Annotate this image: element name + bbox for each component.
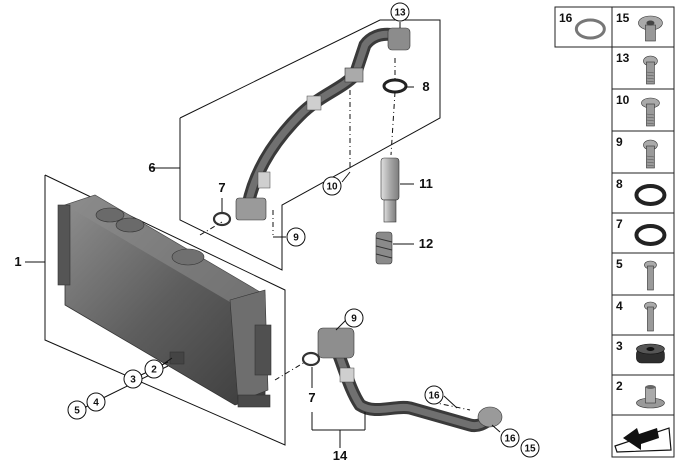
parts-legend: 16 15 13 10 9 8 7 5 4 3 2 xyxy=(554,6,675,458)
callout-number: 1 xyxy=(14,254,21,269)
banjo-bolt-icon xyxy=(638,15,663,42)
callout-part-9a: 9 xyxy=(286,227,306,247)
callout-number: 2 xyxy=(151,365,157,376)
legend-number: 13 xyxy=(616,51,630,65)
callout-number: 13 xyxy=(394,8,406,19)
legend-cell-15: 15 xyxy=(611,6,675,48)
legend-cell-13: 13 xyxy=(611,46,675,90)
legend-number: 16 xyxy=(559,11,573,25)
callout-part-13: 13 xyxy=(390,2,410,22)
spacer-bushing-icon xyxy=(636,385,665,409)
callout-number: 15 xyxy=(524,444,536,455)
callout-number: 7 xyxy=(308,390,315,405)
callout-number: 14 xyxy=(333,448,348,462)
upper-oil-line xyxy=(235,27,411,221)
legend-number: 8 xyxy=(616,177,623,191)
legend-cell-2: 2 xyxy=(611,374,675,416)
callout-part-15b: 15 xyxy=(520,438,540,458)
oil-cooler xyxy=(57,194,272,408)
callout-number: 6 xyxy=(148,160,155,175)
callout-part-6: 6 xyxy=(148,160,155,175)
reference-plate-icon xyxy=(614,427,672,453)
legend-number: 2 xyxy=(616,379,623,393)
screw-icon xyxy=(644,260,657,291)
callout-number: 11 xyxy=(419,176,433,191)
callout-part-7a: 7 xyxy=(218,180,225,195)
callout-part-11: 11 xyxy=(419,176,433,191)
callout-number: 9 xyxy=(351,314,357,325)
callout-number: 7 xyxy=(218,180,225,195)
lower-oil-line xyxy=(317,327,503,433)
legend-number: 5 xyxy=(616,257,623,271)
legend-number: 7 xyxy=(616,217,623,231)
callout-part-4: 4 xyxy=(86,392,106,412)
callout-part-16a: 16 xyxy=(424,385,444,405)
callout-part-16b: 16 xyxy=(500,428,520,448)
callout-part-7b: 7 xyxy=(308,390,315,405)
legend-cell-5: 5 xyxy=(611,252,675,296)
callout-part-1: 1 xyxy=(14,254,21,269)
callout-part-8: 8 xyxy=(422,79,429,94)
legend-number: 3 xyxy=(616,339,623,353)
callout-number: 3 xyxy=(130,375,136,386)
legend-cell-3: 3 xyxy=(611,334,675,376)
callout-number: 16 xyxy=(504,434,516,445)
legend-number: 4 xyxy=(616,299,623,313)
callout-part-10: 10 xyxy=(322,176,342,196)
rubber-mount-icon xyxy=(636,343,665,364)
callout-number: 10 xyxy=(326,182,338,193)
callout-part-3: 3 xyxy=(123,369,143,389)
callout-number: 16 xyxy=(428,391,440,402)
callout-part-5: 5 xyxy=(67,400,87,420)
legend-cell-9: 9 xyxy=(611,130,675,174)
callout-number: 4 xyxy=(93,398,99,409)
legend-number: 10 xyxy=(616,93,630,107)
flange-bolt-icon xyxy=(641,97,660,127)
callout-part-9b: 9 xyxy=(344,308,364,328)
legend-cell-plate xyxy=(611,414,675,458)
screw-icon xyxy=(644,301,657,332)
callout-number: 9 xyxy=(293,233,299,244)
callout-part-12: 12 xyxy=(419,236,433,251)
callout-part-2: 2 xyxy=(144,359,164,379)
callout-part-14: 14 xyxy=(333,448,348,462)
spring-12 xyxy=(375,231,393,265)
hex-bolt-icon xyxy=(643,139,658,169)
o-ring-icon xyxy=(634,224,667,246)
legend-cell-10: 10 xyxy=(611,88,675,132)
legend-cell-8: 8 xyxy=(611,172,675,214)
callout-number: 8 xyxy=(422,79,429,94)
seal-ring-icon xyxy=(574,18,606,40)
callout-number: 5 xyxy=(74,406,80,417)
o-ring-7-upper xyxy=(212,211,232,227)
o-ring-icon xyxy=(634,184,667,206)
legend-cell-4: 4 xyxy=(611,294,675,336)
legend-cell-7: 7 xyxy=(611,212,675,254)
o-ring-7-lower xyxy=(301,351,321,367)
o-ring-8 xyxy=(382,78,408,94)
callout-number: 12 xyxy=(419,236,433,251)
legend-number: 9 xyxy=(616,135,623,149)
legend-cell-16: 16 xyxy=(554,6,613,48)
hex-bolt-icon xyxy=(643,55,658,85)
legend-number: 15 xyxy=(616,11,630,25)
sleeve-11 xyxy=(380,157,400,223)
